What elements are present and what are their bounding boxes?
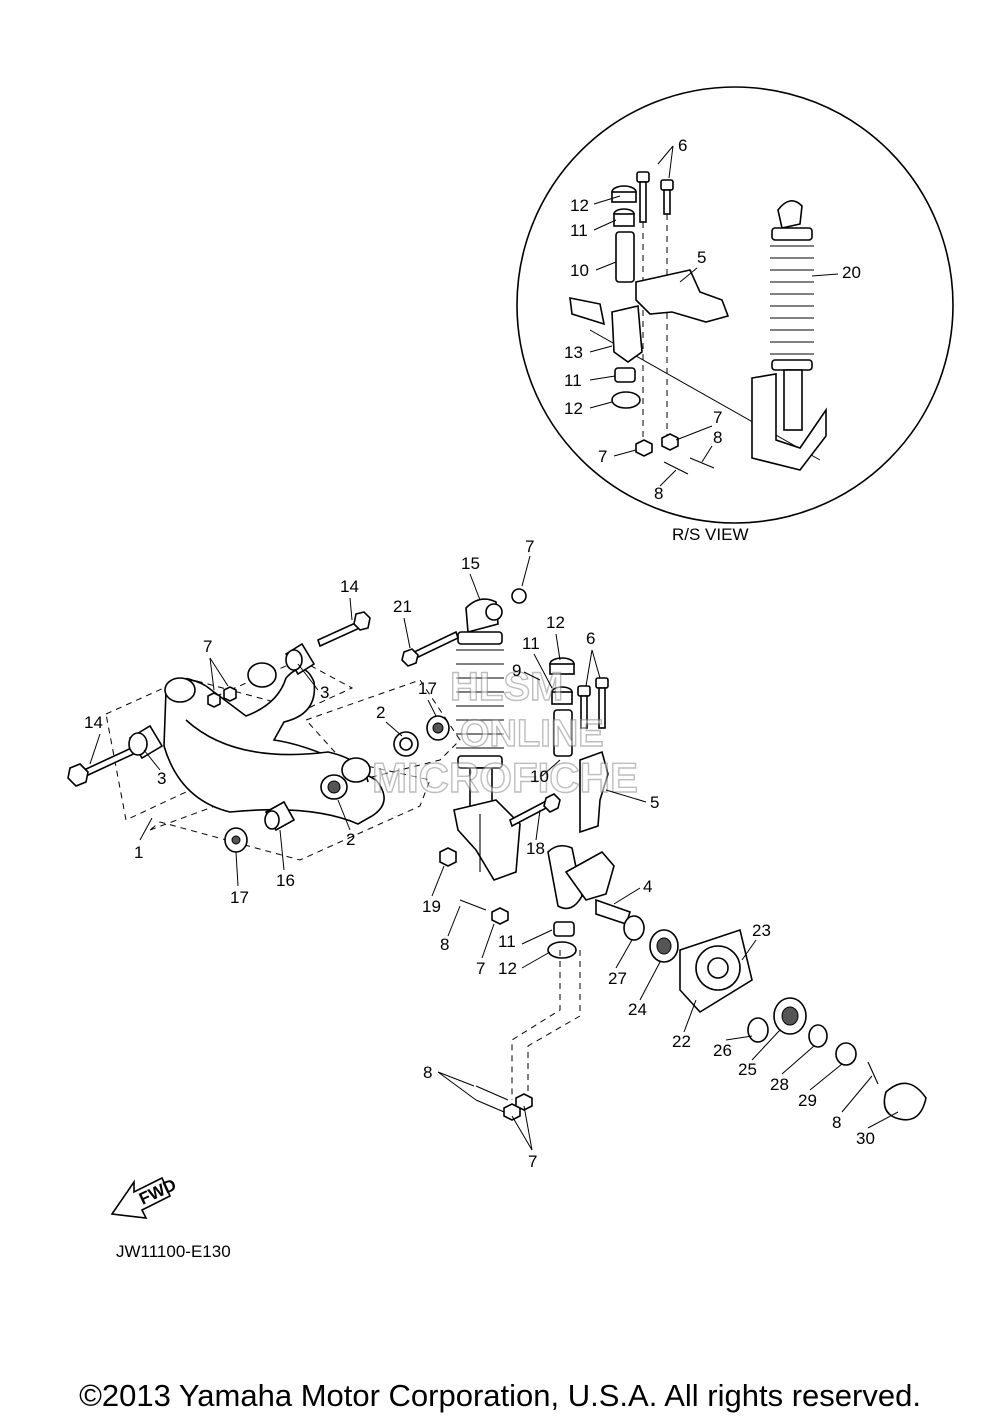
label-19: 19 (422, 897, 441, 916)
label-25: 25 (738, 1060, 757, 1079)
label-3-top: 3 (320, 683, 329, 702)
inset-label-12a: 12 (570, 196, 589, 215)
inset-label-20: 20 (842, 263, 861, 282)
arm-hardware (67, 611, 450, 853)
label-11-bot: 11 (498, 932, 516, 951)
knuckle (547, 844, 632, 926)
label-11: 11 (522, 634, 540, 653)
label-30: 30 (856, 1129, 875, 1148)
label-23: 23 (752, 921, 771, 940)
label-24: 24 (628, 1000, 647, 1019)
svg-text:ONLINE: ONLINE (460, 713, 604, 755)
label-6: 6 (586, 629, 595, 648)
inset-label-8a: 8 (713, 428, 722, 447)
inset-bolt-pair (636, 171, 674, 440)
inset-label-13: 13 (564, 343, 583, 362)
label-17-bot: 17 (230, 888, 249, 907)
inset-label-7b: 7 (598, 447, 607, 466)
label-8-mid: 8 (440, 935, 449, 954)
inset-collar-stack (611, 185, 637, 283)
watermark: HLSM ONLINE MICROFICHE (371, 664, 638, 801)
rs-view-inset: 6 12 11 10 5 20 13 11 12 7 8 7 8 (516, 86, 954, 524)
fwd-arrow-icon: FWD (110, 1175, 179, 1219)
inset-label-11a: 11 (570, 221, 588, 240)
rs-view-caption: R/S VIEW (672, 525, 749, 544)
label-3-left: 3 (157, 769, 166, 788)
label-12-bot: 12 (498, 959, 517, 978)
bracket (579, 750, 609, 834)
hub-assembly (623, 915, 927, 1121)
label-5: 5 (650, 793, 659, 812)
label-2-top: 2 (376, 703, 385, 722)
label-7-mid: 7 (476, 959, 485, 978)
inset-label-10: 10 (570, 261, 589, 280)
label-7-arm: 7 (203, 637, 212, 656)
label-8-low: 8 (423, 1063, 432, 1082)
label-15: 15 (461, 554, 480, 573)
label-1: 1 (134, 843, 143, 862)
inset-label-8b: 8 (654, 484, 663, 503)
inset-label-12b: 12 (564, 399, 583, 418)
label-9: 9 (512, 661, 521, 680)
label-17-top: 17 (418, 679, 437, 698)
label-14-top: 14 (340, 577, 359, 596)
label-22: 22 (672, 1032, 691, 1051)
diagram-code: JW11100-E130 (116, 1242, 231, 1261)
svg-text:MICROFICHE: MICROFICHE (372, 754, 638, 801)
copyright-notice: ©2013 Yamaha Motor Corporation, U.S.A. A… (79, 1378, 921, 1413)
label-7-top: 7 (525, 537, 534, 556)
label-28: 28 (770, 1075, 789, 1094)
inset-shock-absorber (751, 200, 827, 471)
label-29: 29 (798, 1091, 817, 1110)
label-8-right: 8 (832, 1113, 841, 1132)
inset-label-11b: 11 (564, 371, 582, 390)
label-12: 12 (546, 613, 565, 632)
label-7-low: 7 (528, 1152, 537, 1171)
svg-text:HLSM: HLSM (450, 665, 563, 709)
label-10: 10 (530, 767, 549, 786)
label-18: 18 (526, 839, 545, 858)
inset-label-5: 5 (697, 248, 706, 267)
label-26: 26 (713, 1041, 732, 1060)
collar-stack (549, 657, 575, 757)
label-16: 16 (276, 871, 295, 890)
label-27: 27 (608, 969, 627, 988)
label-4: 4 (643, 877, 652, 896)
label-21: 21 (393, 597, 412, 616)
inset-knuckle (569, 296, 643, 363)
label-14-left: 14 (84, 713, 103, 732)
bolt-pair (577, 677, 609, 729)
label-2-bot: 2 (346, 830, 355, 849)
inset-bracket (635, 269, 730, 323)
shock-absorber (453, 588, 527, 881)
inset-label-6: 6 (678, 136, 687, 155)
inset-label-7a: 7 (713, 408, 722, 427)
